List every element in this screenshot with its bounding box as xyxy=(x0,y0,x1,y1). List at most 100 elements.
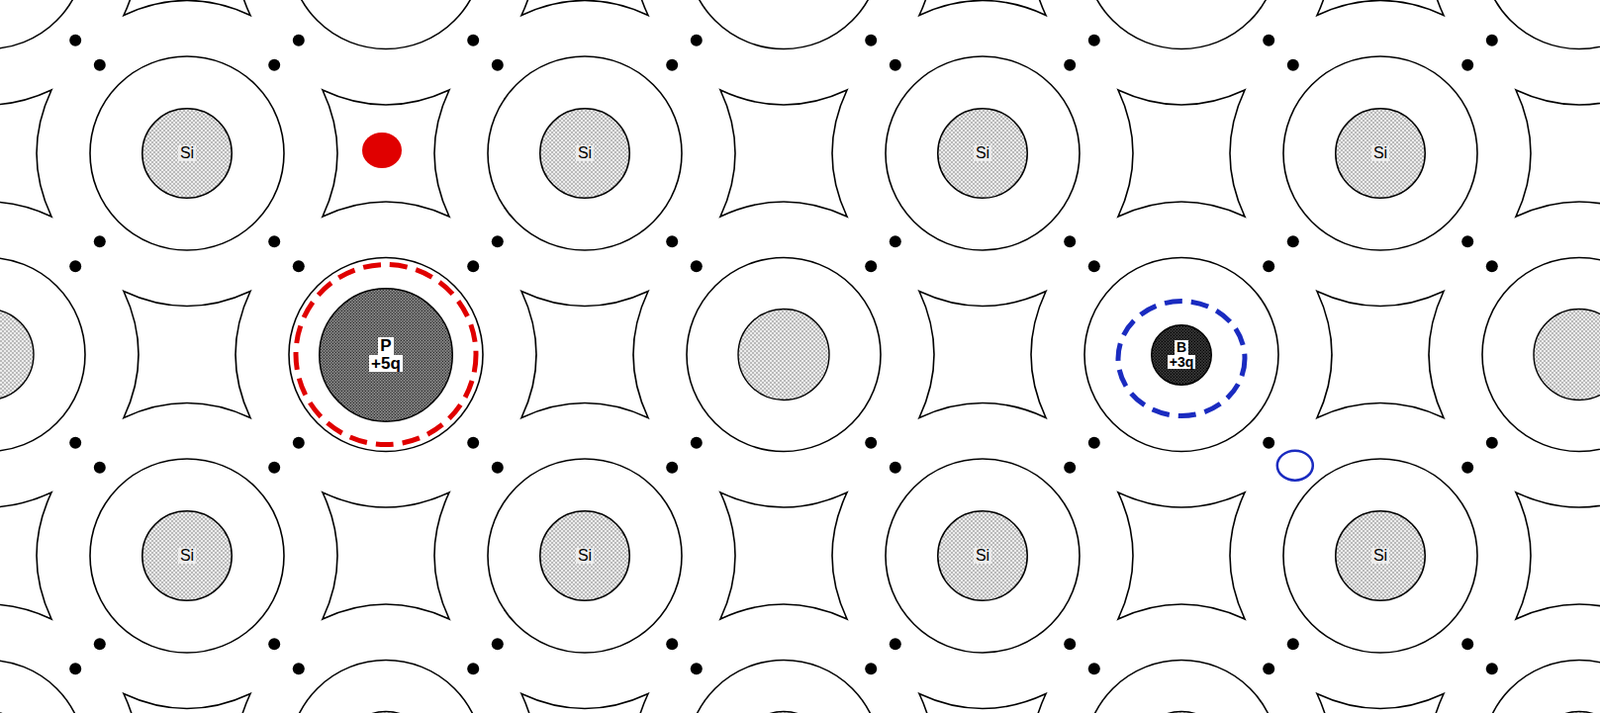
hole-mark xyxy=(1277,451,1314,481)
silicon-core xyxy=(738,712,830,713)
bond-electron xyxy=(491,235,504,248)
bond-electron xyxy=(1461,638,1474,651)
bond-electron xyxy=(1287,638,1300,651)
bond-electron xyxy=(864,662,877,675)
bond-electron xyxy=(864,260,877,273)
bond-electron xyxy=(292,260,305,273)
atom-label: +3q xyxy=(1167,355,1197,371)
bond-electron xyxy=(1287,235,1300,248)
silicon-core xyxy=(0,712,34,713)
atom-shell xyxy=(686,660,881,713)
core-circle xyxy=(319,287,454,422)
silicon-core xyxy=(738,309,830,401)
bond-electron xyxy=(1287,59,1300,72)
free-electron xyxy=(362,132,402,169)
interstitial-space xyxy=(521,0,649,16)
interstitial-space xyxy=(0,90,52,217)
atom-shell xyxy=(1084,660,1279,713)
core-circle xyxy=(1151,324,1213,385)
bond-electron xyxy=(690,437,703,450)
core-circle xyxy=(540,511,631,602)
interstitial-space xyxy=(0,492,52,620)
atom-shell xyxy=(0,660,86,713)
interstitial-space xyxy=(1317,0,1444,16)
bond-electron xyxy=(864,34,877,47)
atom-shell xyxy=(487,56,682,251)
interstitial-space xyxy=(1317,694,1444,713)
atom-shell xyxy=(90,459,284,654)
bond-electron xyxy=(69,662,82,675)
atom-shell xyxy=(1482,258,1600,453)
atom-shell xyxy=(885,56,1080,251)
bond-electron xyxy=(665,59,678,72)
bond-electron xyxy=(94,59,106,72)
bond-electron xyxy=(268,462,281,474)
atom-shell xyxy=(0,258,86,453)
interstitial-space xyxy=(123,0,251,16)
bond-electron xyxy=(69,437,82,450)
atom-shell xyxy=(1283,459,1478,654)
phosphorus-core: P+5q xyxy=(318,287,454,423)
bond-electron xyxy=(1262,260,1275,273)
bond-electron xyxy=(491,462,504,474)
bond-electron xyxy=(690,34,703,47)
interstitial-space xyxy=(720,492,848,620)
atom-shell xyxy=(90,56,284,251)
core-circle xyxy=(938,108,1029,199)
bond-electron xyxy=(69,260,82,273)
bond-electron xyxy=(1063,638,1076,651)
interstitial-space xyxy=(521,694,649,713)
atom-shell xyxy=(288,0,483,50)
atom-label: Si xyxy=(973,145,992,163)
bond-electron xyxy=(69,34,82,47)
donor-dashed-ring xyxy=(295,265,476,446)
bond-electron xyxy=(1063,235,1076,248)
bond-electron xyxy=(268,59,281,72)
bond-electron xyxy=(467,34,479,47)
interstitial-space xyxy=(1515,492,1600,620)
bond-electron xyxy=(889,235,902,248)
bond-electron xyxy=(1262,662,1275,675)
atom-shell xyxy=(1084,258,1279,453)
interstitial-space xyxy=(1118,492,1245,620)
bond-electron xyxy=(889,462,902,474)
bond-electron xyxy=(1461,235,1474,248)
interstitial-space xyxy=(322,90,450,217)
silicon-core xyxy=(1533,712,1600,713)
interstitial-space xyxy=(322,492,450,620)
atom-label: Si xyxy=(1371,548,1390,565)
atom-label: Si xyxy=(1371,145,1390,163)
silicon-core xyxy=(340,712,432,713)
bond-electron xyxy=(1088,34,1101,47)
bond-electron xyxy=(1486,260,1499,273)
bond-electron xyxy=(889,638,902,651)
atom-shell xyxy=(1482,660,1600,713)
bond-electron xyxy=(1088,437,1101,450)
interstitial-space xyxy=(521,291,649,419)
bond-electron xyxy=(1486,662,1499,675)
bond-electron xyxy=(665,638,678,651)
bond-electron xyxy=(268,235,281,248)
atom-shell xyxy=(487,459,682,654)
atom-label: B xyxy=(1174,340,1189,356)
acceptor-dashed-ring xyxy=(1118,301,1245,417)
bond-electron xyxy=(690,260,703,273)
atom-shell xyxy=(1283,56,1478,251)
interstitial-space xyxy=(720,90,848,217)
silicon-core: Si xyxy=(141,107,233,199)
bond-electron xyxy=(1063,59,1076,72)
atom-shell xyxy=(686,0,881,50)
atom-shell xyxy=(1084,0,1279,50)
bond-electron xyxy=(1461,59,1474,72)
silicon-core: Si xyxy=(1334,107,1426,199)
silicon-core: Si xyxy=(539,510,631,602)
silicon-core xyxy=(0,309,34,401)
atom-label: P xyxy=(377,337,393,356)
bond-electron xyxy=(467,437,479,450)
